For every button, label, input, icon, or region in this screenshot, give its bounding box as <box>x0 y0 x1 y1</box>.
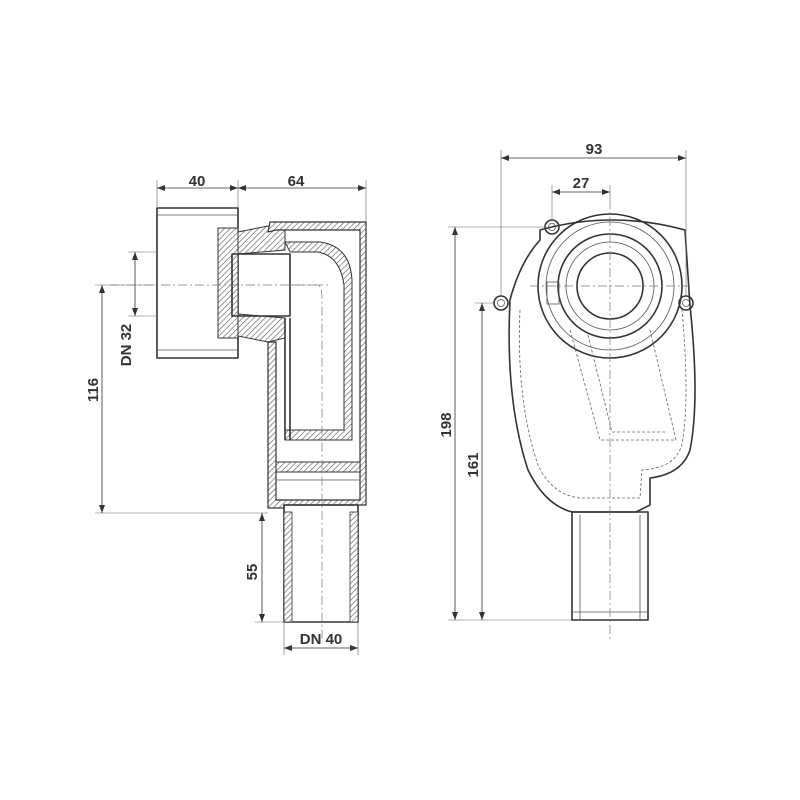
dim-93: 93 <box>586 141 603 158</box>
dim-dn32: DN 32 <box>118 324 135 367</box>
dim-64: 64 <box>288 173 305 190</box>
dim-198: 198 <box>438 412 455 437</box>
front-view <box>493 200 696 640</box>
seal-ring <box>237 225 286 255</box>
front-body-outline <box>508 219 696 513</box>
mounting-lug-left <box>493 295 509 311</box>
outlet-pipe <box>283 504 359 623</box>
dim-55: 55 <box>244 564 261 581</box>
side-section-view <box>110 207 367 640</box>
dip-tube <box>284 241 353 441</box>
dim-dn40: DN 40 <box>300 631 343 648</box>
dim-161: 161 <box>465 452 482 477</box>
dim-40: 40 <box>189 173 206 190</box>
front-dimensions: 93 27 198 161 <box>438 141 687 621</box>
siphon-body-wall <box>267 221 367 509</box>
side-dimensions: 40 64 DN 32 116 55 DN 40 <box>85 173 367 655</box>
dim-116: 116 <box>85 378 102 402</box>
dim-27: 27 <box>573 175 590 192</box>
union-nut <box>217 227 239 339</box>
